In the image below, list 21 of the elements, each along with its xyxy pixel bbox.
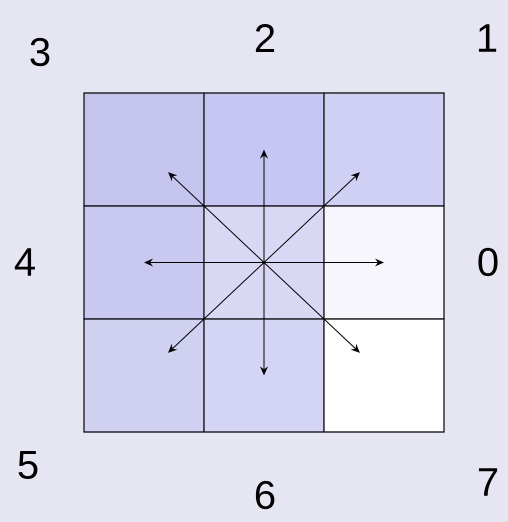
arrow xyxy=(264,172,360,263)
arrow xyxy=(168,262,264,353)
arrow xyxy=(168,172,264,263)
direction-number: 2 xyxy=(256,24,274,52)
direction-number: 0 xyxy=(478,248,498,276)
grid-cell xyxy=(203,92,325,207)
grid-cell xyxy=(323,205,445,320)
grid-cell xyxy=(83,318,205,433)
grid-cell xyxy=(323,318,445,433)
direction-number: 6 xyxy=(256,480,274,510)
grid-cell xyxy=(83,205,205,320)
arrow xyxy=(264,262,360,353)
direction-number: 5 xyxy=(18,451,38,479)
direction-number: 7 xyxy=(478,468,498,496)
grid-cell xyxy=(203,205,325,320)
direction-number: 4 xyxy=(14,248,35,276)
direction-number: 1 xyxy=(478,24,496,52)
grid-cell xyxy=(83,92,205,207)
grid-cell xyxy=(323,92,445,207)
direction-number: 3 xyxy=(30,38,50,66)
grid-cell xyxy=(203,318,325,433)
